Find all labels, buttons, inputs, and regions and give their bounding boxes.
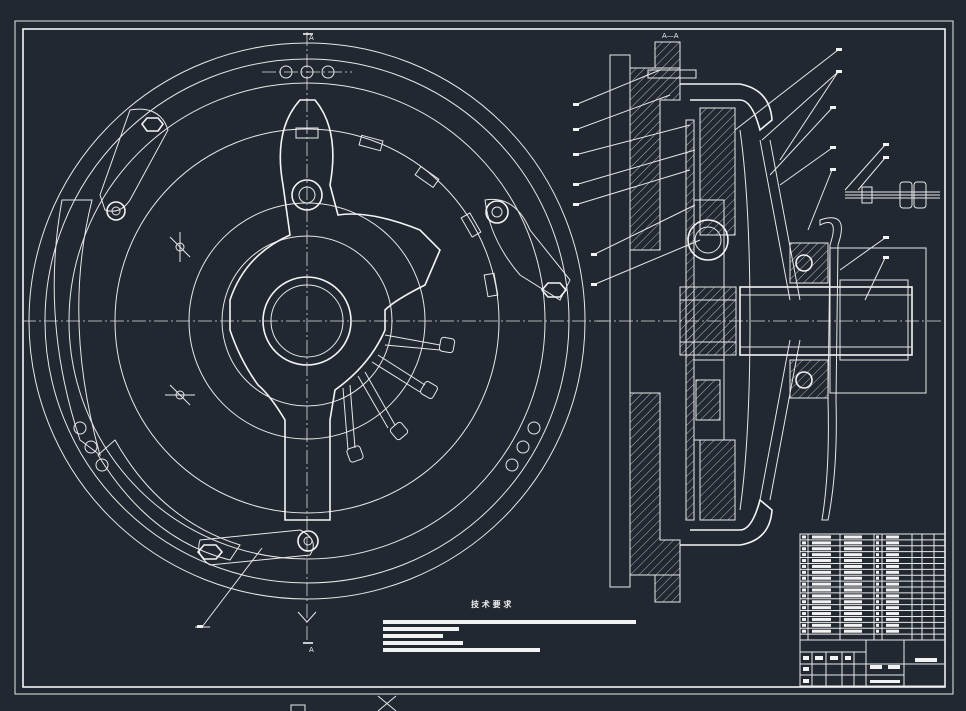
- front-view: A A: [22, 32, 608, 654]
- tech-requirements: 技 术 要 求: [383, 599, 636, 652]
- view-mark-top: A: [309, 34, 314, 42]
- outer-frame: [14, 20, 954, 695]
- section-view: A—A: [197, 32, 945, 628]
- section-mark: A—A: [662, 32, 679, 40]
- title-block: [799, 533, 946, 687]
- inner-frame: [22, 28, 946, 688]
- view-mark-bottom: A: [309, 646, 314, 654]
- tech-title: 技 术 要 求: [471, 599, 512, 609]
